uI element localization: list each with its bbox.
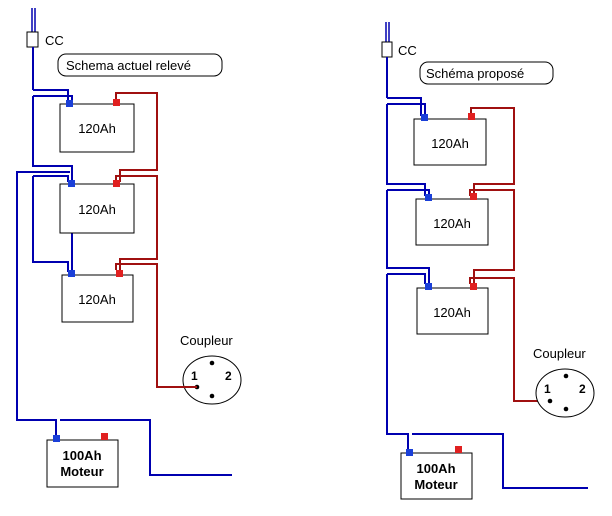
- left-title: Schema actuel relevé: [66, 58, 191, 73]
- right-positive-wiring: [469, 107, 550, 402]
- left-battery-2-label: 120Ah: [78, 202, 116, 217]
- right-battery-2-neg-terminal: [425, 194, 432, 201]
- left-battery-2: [59, 183, 135, 234]
- right-diagram: CC Schéma proposé 120Ah 120Ah 120Ah: [381, 22, 595, 500]
- left-motor-battery: [46, 439, 119, 488]
- right-battery-2-pos-terminal: [470, 193, 477, 200]
- left-battery-3-neg-terminal: [68, 270, 75, 277]
- right-battery-3-neg-terminal: [425, 283, 432, 290]
- right-coupler-pin1: 1: [544, 382, 551, 396]
- left-coupler-pin2: 2: [225, 369, 232, 383]
- left-battery-1: [59, 103, 135, 153]
- left-motor-line2: Moteur: [60, 464, 103, 479]
- right-motor-line2: Moteur: [414, 477, 457, 492]
- right-motor-neg-terminal: [406, 449, 413, 456]
- left-battery-2-neg-terminal: [68, 180, 75, 187]
- left-title-box: [57, 53, 223, 77]
- right-battery-1-label: 120Ah: [431, 136, 469, 151]
- right-motor-battery: [400, 452, 473, 500]
- left-battery-3-pos-terminal: [116, 270, 123, 277]
- left-motor-line1: 100Ah: [62, 448, 101, 463]
- right-battery-3: [416, 287, 489, 335]
- right-coupler-label: Coupleur: [533, 346, 586, 361]
- right-cc-label: CC: [398, 43, 417, 58]
- right-coupler: [535, 368, 595, 418]
- right-battery-1-neg-terminal: [421, 114, 428, 121]
- left-fuse-icon: [26, 31, 39, 48]
- right-title-box: [419, 61, 554, 85]
- right-battery-3-pos-terminal: [470, 283, 477, 290]
- right-motor-pos-terminal: [455, 446, 462, 453]
- right-battery-2: [415, 198, 489, 246]
- left-motor-pos-terminal: [101, 433, 108, 440]
- right-battery-1: [413, 118, 487, 166]
- right-coupler-pin2: 2: [579, 382, 586, 396]
- right-negative-wiring: [386, 97, 588, 489]
- left-battery-2-pos-terminal: [113, 180, 120, 187]
- left-coupler-label: Coupleur: [180, 333, 233, 348]
- left-battery-3-label: 120Ah: [78, 292, 116, 307]
- right-battery-3-label: 120Ah: [433, 305, 471, 320]
- left-motor-neg-terminal: [53, 435, 60, 442]
- left-coupler: [182, 355, 242, 405]
- left-coupler-pin1: 1: [191, 369, 198, 383]
- right-title: Schéma proposé: [426, 66, 524, 81]
- left-battery-1-pos-terminal: [113, 99, 120, 106]
- left-battery-1-label: 120Ah: [78, 121, 116, 136]
- right-fuse-icon: [381, 41, 393, 58]
- left-battery-1-neg-terminal: [66, 100, 73, 107]
- left-cc-label: CC: [45, 33, 64, 48]
- left-battery-3: [61, 274, 134, 323]
- right-battery-1-pos-terminal: [468, 113, 475, 120]
- right-motor-line1: 100Ah: [416, 461, 455, 476]
- right-battery-2-label: 120Ah: [433, 216, 471, 231]
- left-diagram: CC Schema actuel relevé 120Ah 120Ah 120A…: [16, 8, 242, 488]
